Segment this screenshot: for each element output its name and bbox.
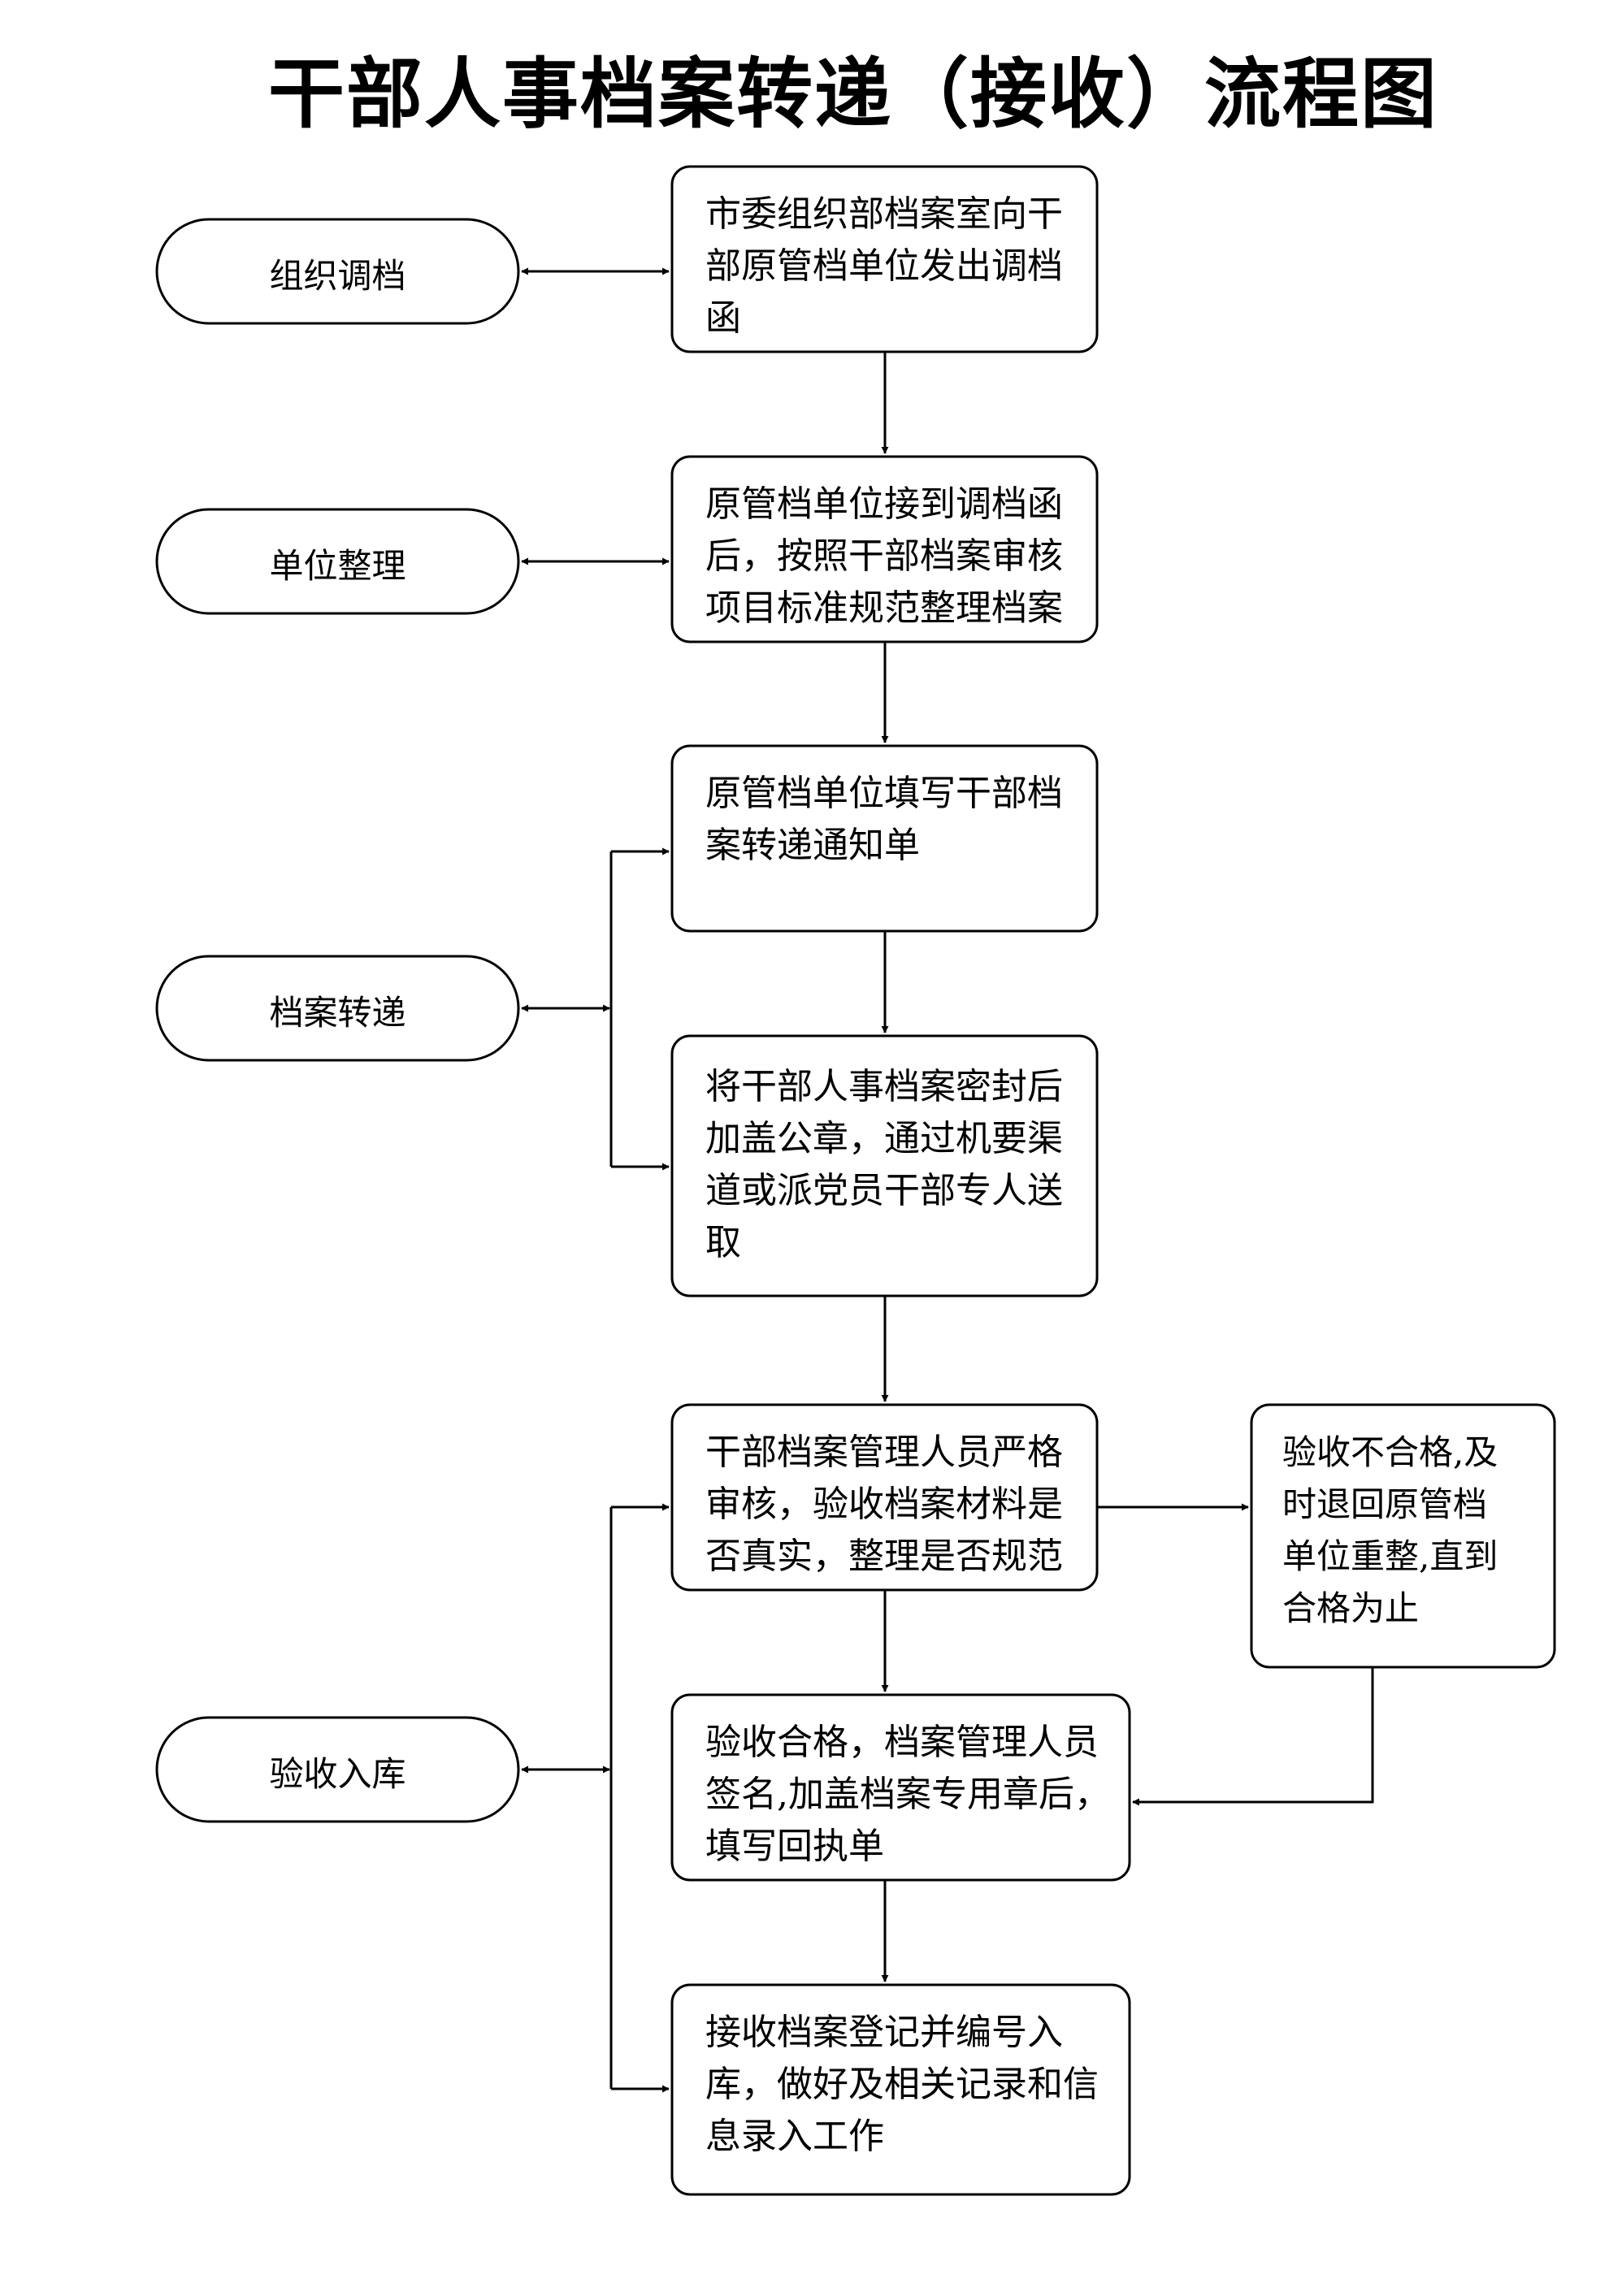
step-text-6: 验收合格，档案管理人员 签名,加盖档案专用章后， 填写回执单 <box>705 1722 1110 1867</box>
phase-pill-organize <box>155 218 520 325</box>
step-text-1: 市委组织部档案室向干 部原管档单位发出调档 函 <box>705 193 1063 339</box>
step-text-4: 将干部人事档案密封后 加盖公章，通过机要渠 道或派党员干部专人送 取 <box>705 1066 1063 1263</box>
phase-label-arrange: 单位整理 <box>269 546 406 586</box>
side-note-text: 验收不合格,及 时退回原管档 单位重整,直到 合格为止 <box>1282 1432 1498 1628</box>
step-text-2: 原管档单位接到调档函 后，按照干部档案审核 项目标准规范整理档案 <box>705 483 1063 629</box>
arrow-reject-step6 <box>1132 1667 1374 1806</box>
side-note-box <box>1250 1403 1556 1669</box>
step-box-6 <box>670 1693 1131 1882</box>
phase-label-accept: 验收入库 <box>269 1754 406 1794</box>
step-text-3: 原管档单位填写干部档 案转递通知单 <box>705 773 1063 866</box>
phase-label-organize: 组织调档 <box>269 256 406 296</box>
phase-label-transfer: 档案转递 <box>269 993 406 1033</box>
page-title: 干部人事档案转递（接收）流程图 <box>267 50 1438 139</box>
step-text-5: 干部档案管理人员严格 审核，验收档案材料是 否真实，整理是否规范 <box>705 1432 1063 1577</box>
phase-pill-transfer <box>155 955 520 1062</box>
phase-pill-arrange <box>155 508 520 615</box>
step-box-7 <box>670 1983 1131 2196</box>
step-text-7: 接收档案登记并编号入 库，做好及相关记录和信 息录入工作 <box>705 2012 1099 2157</box>
phase-pill-accept <box>155 1716 520 1823</box>
